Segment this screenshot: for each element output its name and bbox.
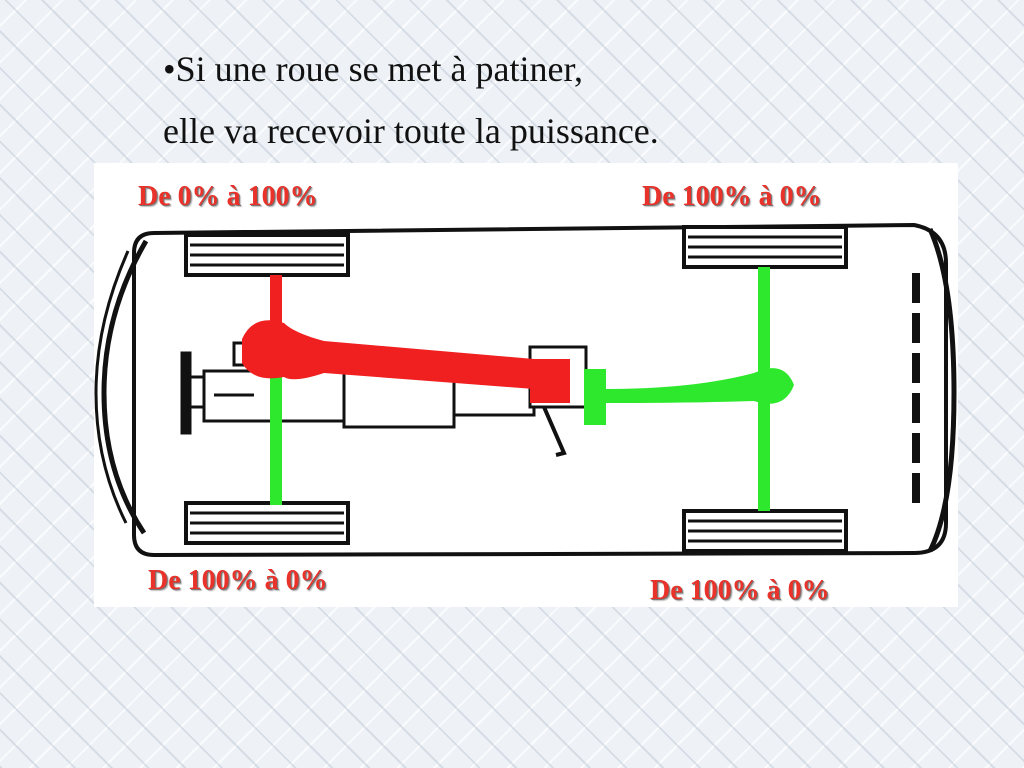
tire-rear-right — [682, 509, 848, 553]
car-chassis-drawing — [94, 222, 957, 558]
label-front-left-wheel: De 0% à 100% — [138, 181, 318, 212]
drivetrain-diagram: De 0% à 100% De 100% à 0% De 100% à 0% D… — [94, 163, 958, 607]
car-body — [94, 222, 957, 558]
active-driveline — [242, 275, 570, 403]
label-front-right-wheel: De 100% à 0% — [148, 565, 328, 596]
label-rear-right-wheel: De 100% à 0% — [650, 575, 830, 606]
bullet-text: •Si une roue se met à patiner, elle va r… — [163, 38, 659, 162]
bullet-line-2: elle va recevoir toute la puissance. — [163, 111, 659, 151]
bullet-line-1: •Si une roue se met à patiner, — [163, 49, 584, 89]
tire-front-left — [184, 233, 350, 277]
idle-driveline — [270, 267, 794, 511]
tire-front-right — [184, 501, 350, 545]
label-rear-left-wheel: De 100% à 0% — [642, 181, 822, 212]
rear-bumper-marks — [912, 273, 920, 503]
tire-rear-left — [682, 225, 848, 269]
